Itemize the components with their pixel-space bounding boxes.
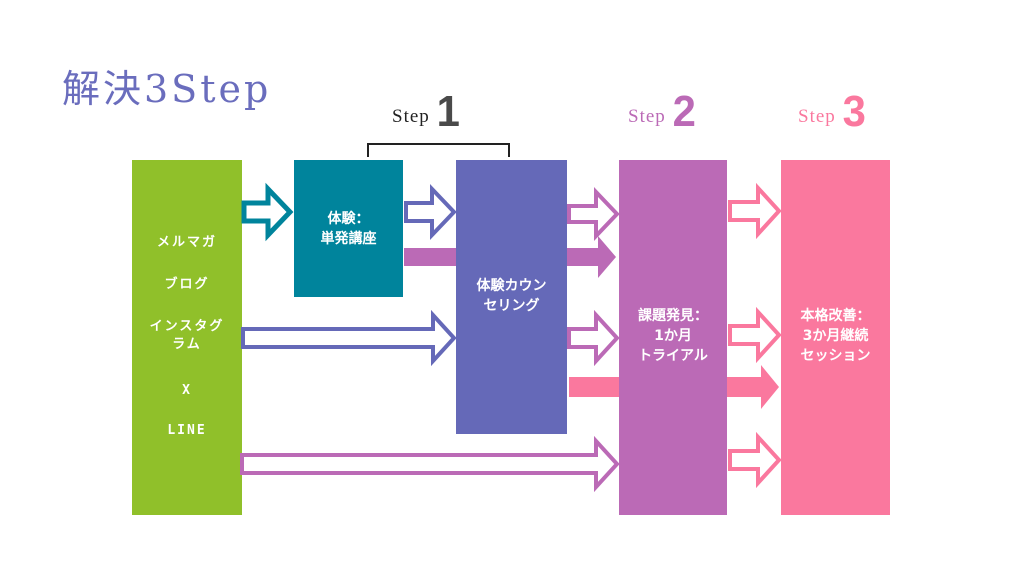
step-1-word: Step bbox=[392, 106, 430, 127]
source-item-x: X bbox=[182, 383, 192, 398]
main-session-label: 本格改善： 3か月継続 セッション bbox=[800, 308, 871, 364]
arrow-counseling-to-trial-month-upper bbox=[567, 187, 620, 241]
counseling-label: 体験カウン セリング bbox=[476, 278, 547, 314]
step-2-word: Step bbox=[628, 106, 666, 127]
step-1-label: Step 1 bbox=[392, 87, 460, 136]
counseling-box: 体験カウン セリング bbox=[456, 160, 567, 434]
source-item-mailmagazine: メルマガ bbox=[156, 235, 217, 250]
step-2-label: Step 2 bbox=[628, 87, 696, 136]
trial-lecture-box: 体験： 単発講座 bbox=[294, 160, 403, 297]
source-item-instagram: インスタグ ラム bbox=[149, 319, 225, 352]
arrow-sources-to-counseling bbox=[241, 309, 457, 367]
arrow-trial-lecture-to-counseling bbox=[404, 184, 457, 240]
step-2-number: 2 bbox=[672, 87, 696, 136]
arrow-trial-month-to-main-session-middle bbox=[728, 306, 782, 364]
step-3-label: Step 3 bbox=[798, 87, 866, 136]
arrow-counseling-to-trial-month-lower bbox=[567, 309, 620, 367]
step-3-word: Step bbox=[798, 106, 836, 127]
step-1-bracket bbox=[367, 143, 510, 157]
arrow-sources-to-trial-lecture bbox=[241, 182, 294, 242]
page-title: 解決3Step bbox=[62, 67, 272, 111]
step-3-number: 3 bbox=[842, 87, 866, 136]
trial-lecture-label: 体験： 単発講座 bbox=[320, 210, 377, 247]
main-session-box: 本格改善： 3か月継続 セッション bbox=[781, 160, 890, 515]
step-1-number: 1 bbox=[436, 87, 460, 136]
source-item-blog: ブログ bbox=[164, 277, 210, 292]
trial-month-box: 課題発見： 1か月 トライアル bbox=[619, 160, 727, 515]
source-item-line: LINE bbox=[167, 423, 207, 438]
arrow-sources-to-trial-month bbox=[240, 435, 620, 493]
source-channels-box: メルマガ ブログ インスタグ ラム X LINE bbox=[132, 160, 242, 515]
arrow-trial-month-to-main-session-bottom bbox=[728, 431, 782, 489]
arrow-trial-month-to-main-session-top bbox=[728, 182, 782, 240]
trial-month-label: 課題発見： 1か月 トライアル bbox=[638, 308, 708, 364]
